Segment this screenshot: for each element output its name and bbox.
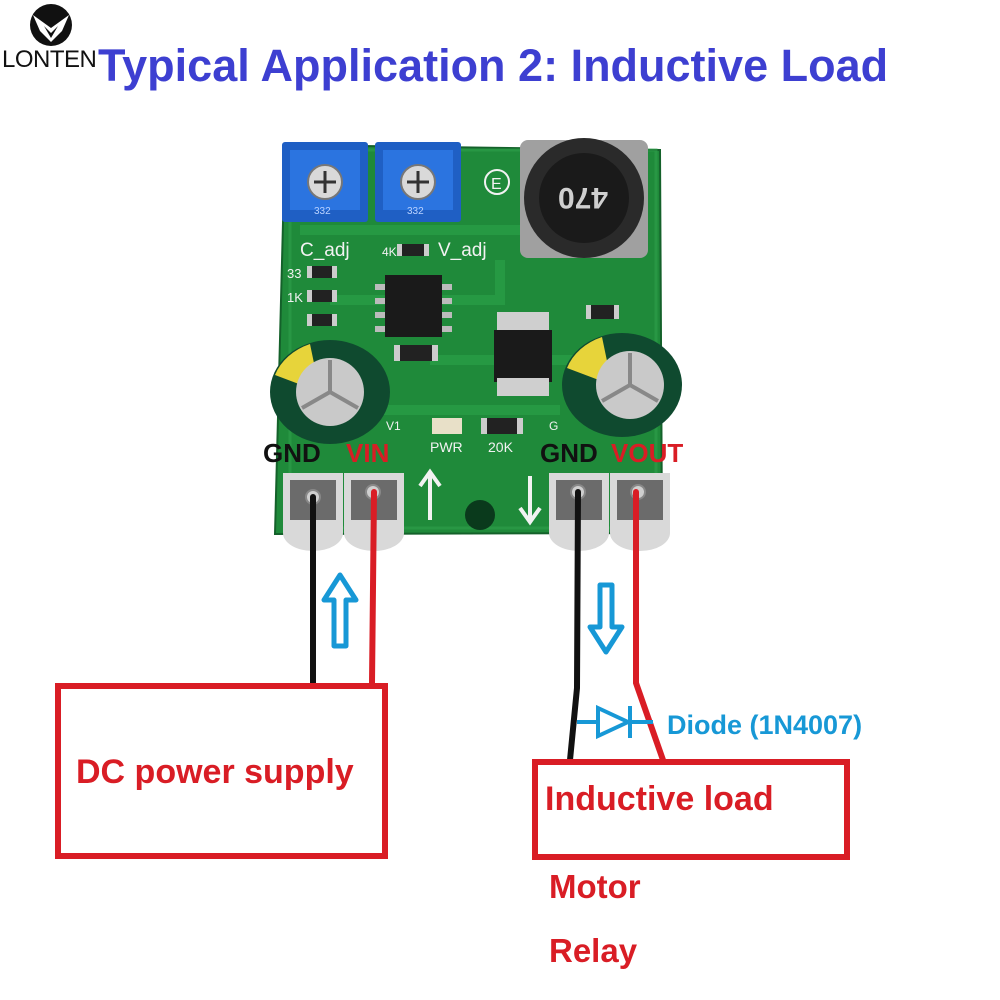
inductive-load-label: Inductive load [545,780,774,818]
inductor-marking: 470 [558,181,608,214]
pot-code-voltage: 332 [407,206,424,217]
smd-resistors [307,244,619,434]
wires [310,489,666,763]
silk-v-adj: V_adj [438,240,487,261]
silk-1k: 1K [287,290,303,305]
ic-chip [375,275,452,337]
brand-name: LONTEN [2,46,97,73]
pot-code-current: 332 [314,206,331,217]
diode-label: Diode (1N4007) [667,710,863,740]
load-example-relay: Relay [549,932,638,969]
arrow-up-icon [321,572,359,649]
silk-20k: 20K [488,439,514,455]
silk-v1: V1 [386,419,401,433]
load-example-motor: Motor [549,868,641,905]
lonten-logo-icon [30,4,72,46]
dc-power-supply-box [55,683,388,859]
silk-c-adj: C_adj [300,240,350,261]
label-input-gnd: GND [263,438,321,468]
smd-diode [494,312,552,396]
wire-output-vout [633,489,666,763]
page-title: Typical Application 2: Inductive Load [98,40,889,91]
wire-input-vin [369,489,377,686]
dc-power-supply-label: DC power supply [76,753,354,791]
label-output-gnd: GND [540,438,598,468]
silk-33: 33 [287,266,301,281]
silk-arrows [418,468,542,526]
wire-output-gnd [567,489,581,763]
silk-e-mark: E [491,176,502,193]
input-capacitor [270,340,390,444]
diode-symbol-icon [577,704,653,740]
inductor: 470 [520,138,648,258]
inductive-load-box [532,759,850,860]
mounting-hole [465,500,495,530]
output-capacitor [562,333,682,437]
voltage-potentiometer[interactable]: 332 [375,142,461,222]
silk-g: G [549,419,558,433]
arrow-down-icon [587,582,625,655]
label-output-vout: VOUT [611,438,683,468]
current-potentiometer[interactable]: 332 [282,142,368,222]
label-input-vin: VIN [346,438,389,468]
silk-4k: 4K [382,245,397,259]
silk-pwr: PWR [430,439,463,455]
